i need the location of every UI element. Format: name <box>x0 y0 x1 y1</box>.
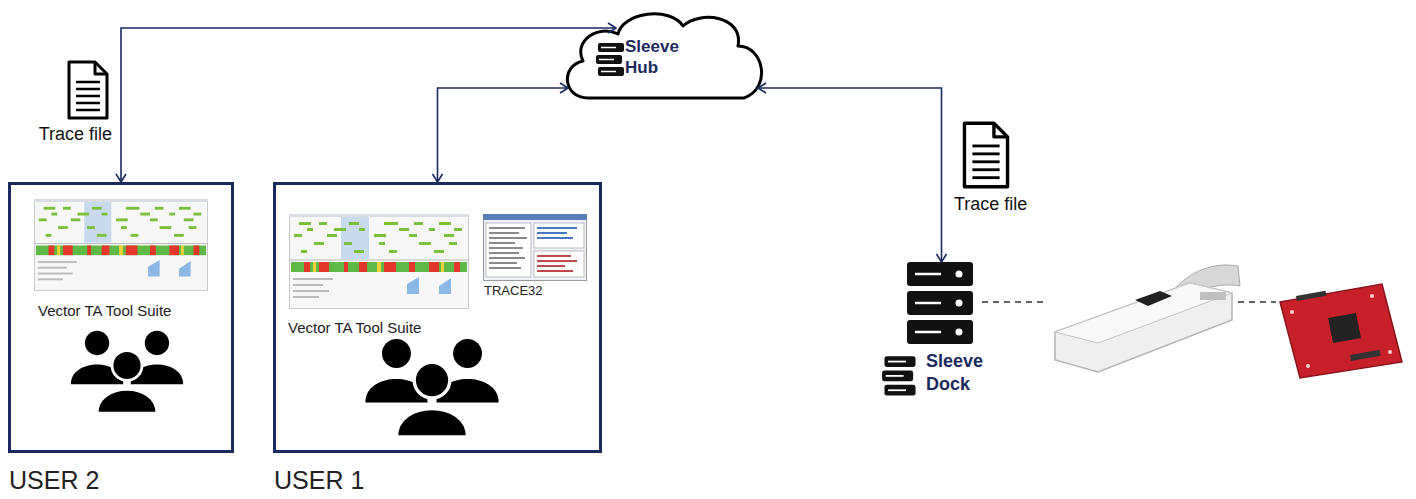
target-board <box>1280 284 1402 378</box>
server-icon <box>956 300 963 307</box>
user-title: USER 2 <box>9 466 99 495</box>
trace32-screenshot <box>489 227 527 269</box>
debugger-device <box>1055 283 1232 372</box>
trace32-screenshot <box>489 267 521 269</box>
server-icon <box>907 291 973 315</box>
trace32-screenshot <box>537 232 567 234</box>
trace32-screenshot <box>489 262 517 264</box>
dock-logo <box>882 356 915 395</box>
debugger-device <box>1055 265 1240 372</box>
server-icon <box>907 262 973 344</box>
debugger-device <box>1135 291 1172 306</box>
target-board <box>1306 364 1310 368</box>
text-holder: TRACE32 <box>484 283 543 299</box>
dock-node: Sleeve Dock <box>873 262 1010 402</box>
text-holder: Trace file <box>37 124 114 146</box>
edge-label: Trace file <box>37 124 114 146</box>
node-label: TRACE32 <box>484 283 543 299</box>
trace-file-icon <box>69 62 107 118</box>
connector-arrow <box>438 88 569 182</box>
target-board <box>1296 291 1326 301</box>
node-label: Sleeve Hub <box>625 36 689 79</box>
node-label: Vector TA Tool Suite <box>38 302 171 320</box>
connector-arrow <box>758 88 942 262</box>
target-board <box>1290 294 1392 368</box>
trace32-screenshot <box>537 260 577 262</box>
timeline-screenshot <box>34 199 208 290</box>
timeline-screenshot <box>289 214 469 309</box>
trace32-screenshot <box>483 214 587 220</box>
server-icon <box>956 271 963 278</box>
trace32-screenshot <box>534 251 584 277</box>
trace32-screenshot <box>483 214 587 281</box>
server-icon <box>915 274 941 332</box>
user-group-icon <box>365 339 498 437</box>
debugger-device <box>1200 292 1226 300</box>
trace32-screenshot <box>537 237 573 239</box>
edge-label: Trace file <box>952 194 1029 216</box>
target-board <box>1280 284 1402 378</box>
target-board <box>1290 310 1294 314</box>
dashed-cable <box>982 301 1046 303</box>
trace32-screenshot <box>537 265 565 267</box>
server-icon <box>915 302 941 305</box>
trace32-screenshot <box>489 252 519 254</box>
hub-logo <box>596 43 624 76</box>
trace32-screenshot <box>537 255 577 272</box>
text-holder: Vector TA Tool Suite <box>288 319 421 337</box>
debugger-device <box>1055 283 1232 343</box>
node-label: Sleeve Dock <box>926 350 1004 397</box>
trace32-screenshot <box>489 257 525 259</box>
user-box: Vector TA Tool SuiteUSER 2 <box>8 182 234 453</box>
target-board <box>1388 350 1392 354</box>
trace32-screenshot <box>537 270 573 272</box>
trace-file-icon <box>964 123 1007 186</box>
trace32-screenshot <box>489 237 527 239</box>
connector-arrow <box>121 28 616 182</box>
trace32-screenshot <box>537 227 577 239</box>
text-holder: USER 1 <box>274 466 364 495</box>
text-holder: Sleeve Hub <box>625 36 689 79</box>
trace32-screenshot <box>489 242 515 244</box>
target-board <box>1370 294 1374 298</box>
user-box: TRACE32Vector TA Tool SuiteUSER 1 <box>273 182 602 453</box>
server-icon <box>907 320 973 344</box>
target-board <box>1350 350 1381 361</box>
trace32-screenshot <box>489 232 519 234</box>
user-group-icon <box>71 331 183 413</box>
target-board <box>1328 313 1361 343</box>
user-title: USER 1 <box>274 466 364 495</box>
trace32-screenshot <box>484 215 587 281</box>
server-icon <box>907 262 973 286</box>
trace32-screenshot <box>489 227 525 229</box>
trace32-screenshot <box>537 255 571 257</box>
server-icon <box>956 329 963 336</box>
trace32-screenshot <box>537 227 577 229</box>
server-icon <box>915 273 941 276</box>
text-holder: Trace file <box>952 194 1029 216</box>
dashed-cable <box>1238 301 1276 303</box>
cloud-node: Sleeve Hub <box>558 6 770 114</box>
text-holder: USER 2 <box>9 466 99 495</box>
text-holder: Sleeve Dock <box>926 350 1004 397</box>
trace32-screenshot <box>489 247 523 249</box>
server-icon <box>956 271 963 336</box>
node-label: Vector TA Tool Suite <box>288 319 421 337</box>
trace32-screenshot <box>534 223 584 248</box>
cloud-outline <box>567 14 761 98</box>
trace32-screenshot <box>486 223 531 277</box>
server-icon <box>915 331 941 334</box>
text-holder: Vector TA Tool Suite <box>38 302 171 320</box>
